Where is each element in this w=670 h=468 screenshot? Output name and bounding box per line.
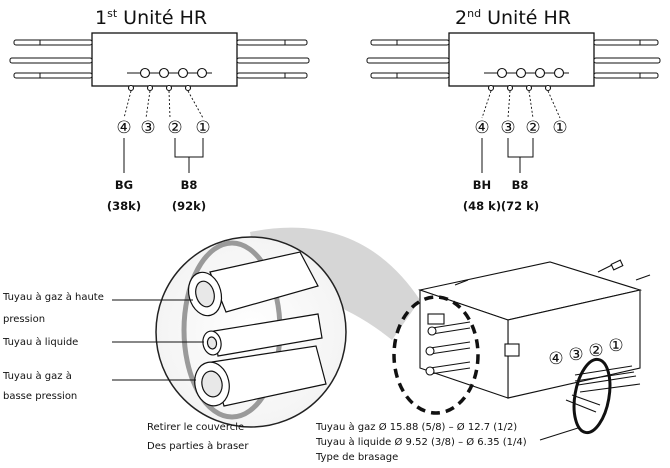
unit-1-port-2: ② <box>167 118 182 138</box>
label-remove-cover-line2: Des parties à braser <box>147 440 249 452</box>
unit-1-left-pipes <box>9 39 93 79</box>
unit-2-code-right: B8 <box>512 178 529 192</box>
label-low-pressure-line1: Tuyau à gaz à <box>2 370 72 382</box>
unit-1-ports <box>127 67 212 92</box>
unit-3d-port-4: ④ <box>548 349 563 369</box>
unit-1-code-left: BG <box>115 178 133 192</box>
unit-2-box <box>448 32 595 87</box>
unit-1-code-right: B8 <box>181 178 198 192</box>
unit-2-title: 2nd Unité HR <box>455 7 571 29</box>
detail-leaders <box>112 299 204 381</box>
unit-2-port-3: ③ <box>500 118 515 138</box>
unit-2-port-4: ④ <box>474 118 489 138</box>
unit-1-port-1: ① <box>195 118 210 138</box>
unit-2-left-pipes <box>366 39 450 79</box>
unit-2-port-2: ② <box>525 118 540 138</box>
unit-1-right-pipes <box>236 39 310 79</box>
unit-1-diagram: 1st Unité HR ④ <box>9 7 310 213</box>
spec-leader <box>539 427 579 441</box>
label-remove-cover-line1: Retirer le couvercle <box>147 422 244 433</box>
unit-2-ports <box>484 67 569 92</box>
brazing-highlight <box>572 357 612 435</box>
pipe-liquid <box>202 313 323 357</box>
unit-1-dashes <box>123 90 204 119</box>
unit-2-capacity-left: (48 k) <box>463 199 501 213</box>
unit-1-box <box>91 32 238 87</box>
unit-1-leaders <box>123 138 204 173</box>
label-high-pressure-line1: Tuyau à gaz à haute <box>2 291 104 303</box>
pipe-low-pressure <box>194 345 327 407</box>
unit-3d-port-1: ① <box>608 336 623 356</box>
unit-2-right-pipes <box>593 39 661 79</box>
magnifier <box>155 236 347 428</box>
label-liquid: Tuyau à liquide <box>2 336 78 348</box>
unit-3d-port-3: ③ <box>568 345 583 365</box>
unit-2-code-left: BH <box>473 178 491 192</box>
spec-gas-pipe: Tuyau à gaz Ø 15.88 (5/8) – Ø 12.7 (1/2) <box>315 421 517 433</box>
unit-3d <box>417 259 651 413</box>
unit-2-leaders <box>481 138 534 173</box>
unit-1-capacity-right: (92k) <box>172 199 206 213</box>
spec-brazing-type: Type de brasage <box>315 452 398 463</box>
dashed-highlight <box>392 295 480 415</box>
unit-1-port-3: ③ <box>140 118 155 138</box>
unit-1-capacity-left: (38k) <box>107 199 141 213</box>
label-low-pressure-line2: basse pression <box>3 391 77 402</box>
pipe-high-pressure <box>187 251 319 317</box>
unit-2-diagram: 2nd Unité HR ④ ③ ② <box>366 7 661 213</box>
unit-1-title: 1st Unité HR <box>95 7 207 29</box>
unit-2-capacity-right: (72 k) <box>501 199 539 213</box>
unit-3d-port-2: ② <box>588 341 603 361</box>
spec-liquid-pipe: Tuyau à liquide Ø 9.52 (3/8) – Ø 6.35 (1… <box>315 436 527 448</box>
label-high-pressure-line2: pression <box>3 314 45 325</box>
unit-1-port-4: ④ <box>116 118 131 138</box>
unit-2-port-1: ① <box>552 118 567 138</box>
unit-2-dashes <box>481 90 561 119</box>
